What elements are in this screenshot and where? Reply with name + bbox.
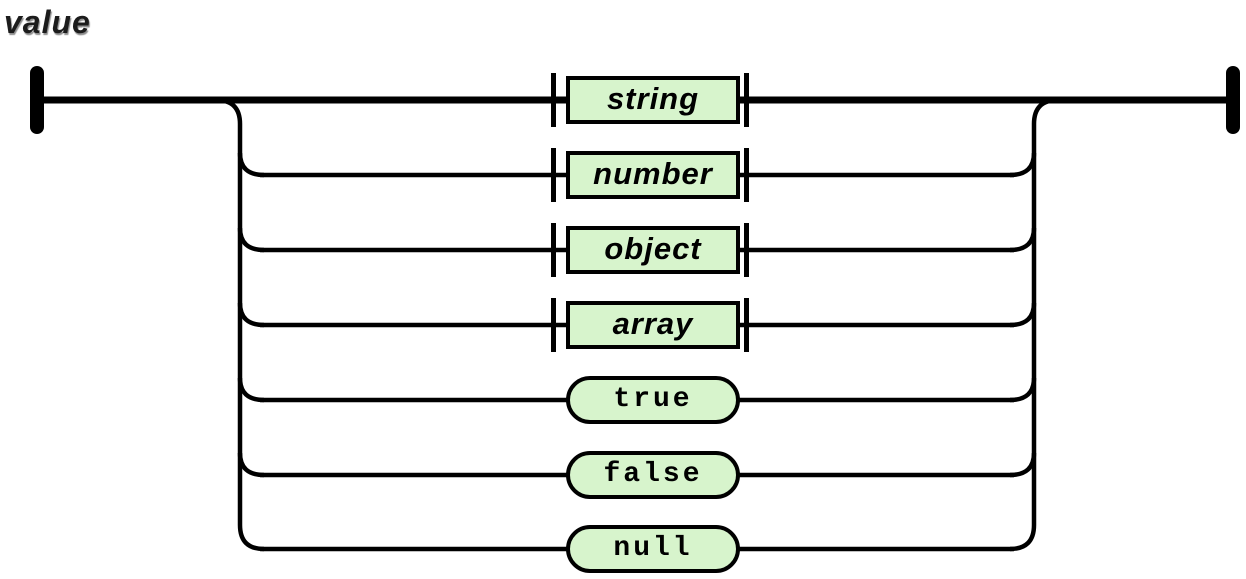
node-false: false: [566, 451, 740, 499]
node-string-label: string: [606, 81, 700, 116]
rail-corner-right-false: [1009, 452, 1037, 478]
rail-corner-left-array: [237, 302, 265, 328]
node-null-label: null: [613, 532, 693, 564]
node-string: string: [566, 76, 740, 124]
rail-corner-right-number: [1009, 152, 1037, 178]
nonterminal-tick: [551, 298, 556, 352]
node-number: number: [566, 151, 740, 199]
nonterminal-tick: [744, 148, 749, 202]
rail-corner-right-object: [1009, 227, 1037, 253]
node-true: true: [566, 376, 740, 424]
rail-branch-left: [215, 97, 265, 552]
rail-corner-right-true: [1009, 377, 1037, 403]
nonterminal-tick: [551, 148, 556, 202]
diagram-title: value: [4, 4, 91, 40]
node-null: null: [566, 525, 740, 573]
nonterminal-tick: [551, 73, 556, 127]
node-array: array: [566, 301, 740, 349]
node-true-label: true: [613, 383, 693, 415]
end-terminator-bar: [1226, 66, 1240, 134]
rail-corner-left-number: [237, 152, 265, 178]
rail-corner-left-true: [237, 377, 265, 403]
start-terminator-bar: [30, 66, 44, 134]
node-object-label: object: [604, 231, 702, 266]
nonterminal-tick: [744, 298, 749, 352]
nonterminal-tick: [744, 73, 749, 127]
rail-corner-right-array: [1009, 302, 1037, 328]
node-object: object: [566, 226, 740, 274]
nonterminal-tick: [551, 223, 556, 277]
node-array-label: array: [612, 306, 694, 341]
rail-corner-left-false: [237, 452, 265, 478]
rail-corner-left-object: [237, 227, 265, 253]
node-number-label: number: [593, 156, 713, 191]
nonterminal-tick: [744, 223, 749, 277]
rail-merge-right: [1009, 97, 1059, 552]
node-false-label: false: [603, 458, 703, 490]
